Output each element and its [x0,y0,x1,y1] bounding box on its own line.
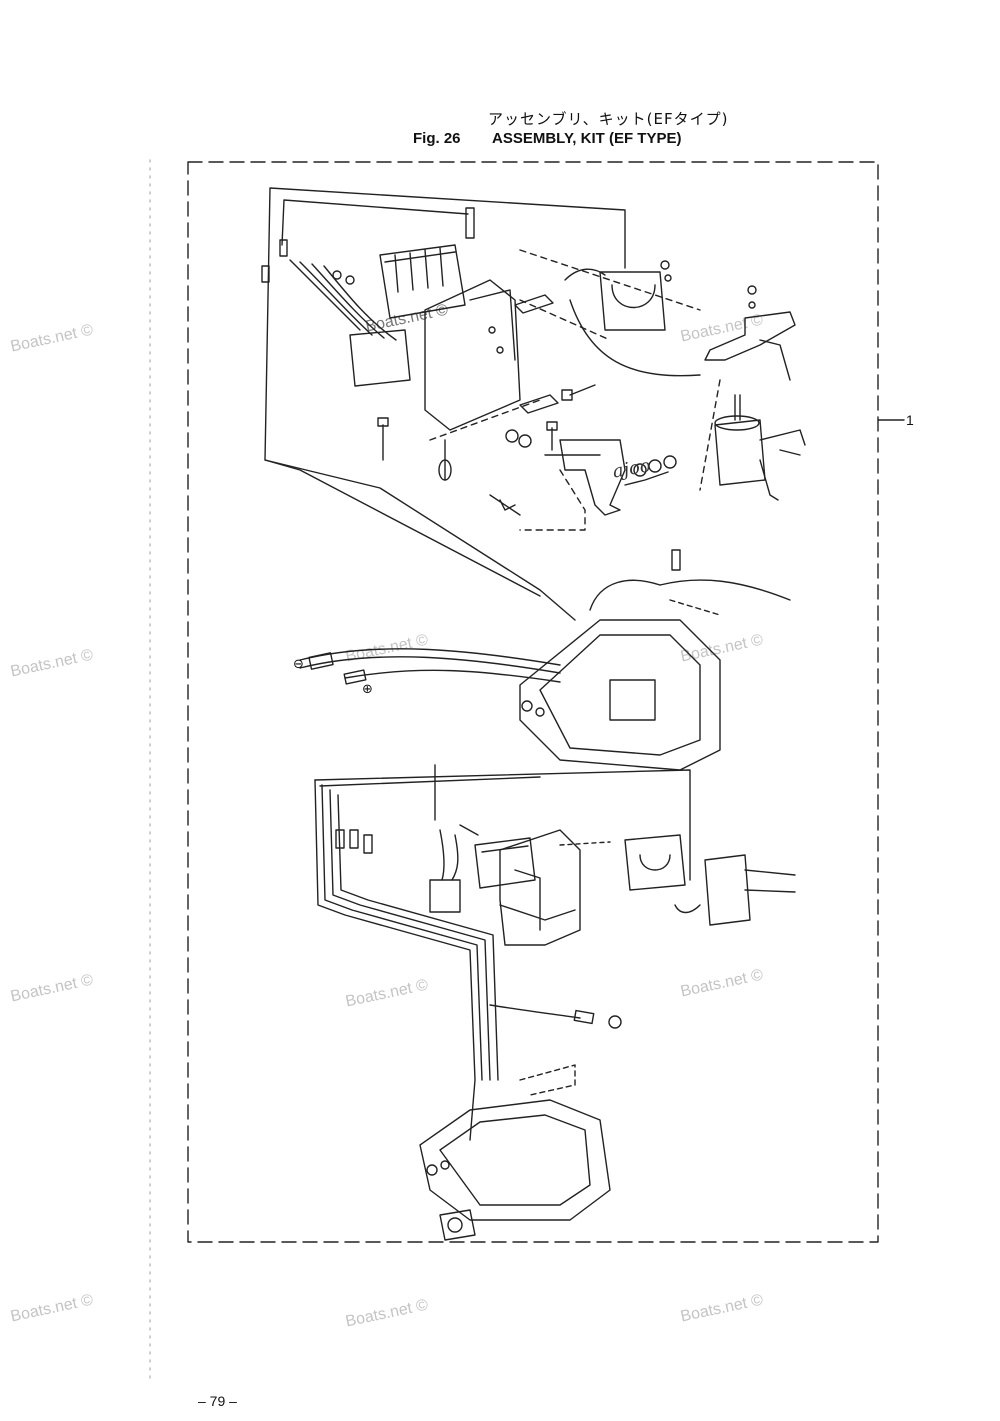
callout-number: 1 [906,412,914,428]
figure-title: ASSEMBLY, KIT (EF TYPE) [492,130,682,147]
lower-wiring-assembly [314,764,796,1241]
negative-terminal-symbol: ⊖ [293,656,304,671]
figure-title-japanese: アッセンブリ、キット(EFタイプ) [488,110,729,128]
svg-text:ajoo: ajoo [611,455,652,482]
page-number: – 79 – [198,1393,237,1409]
lower-cowling-upper [299,549,791,771]
positive-terminal-symbol: ⊕ [362,681,373,696]
upper-wiring-assembly: ajoo [261,187,806,621]
assembly-boundary [187,161,879,1243]
figure-number: Fig. 26 [413,130,461,147]
